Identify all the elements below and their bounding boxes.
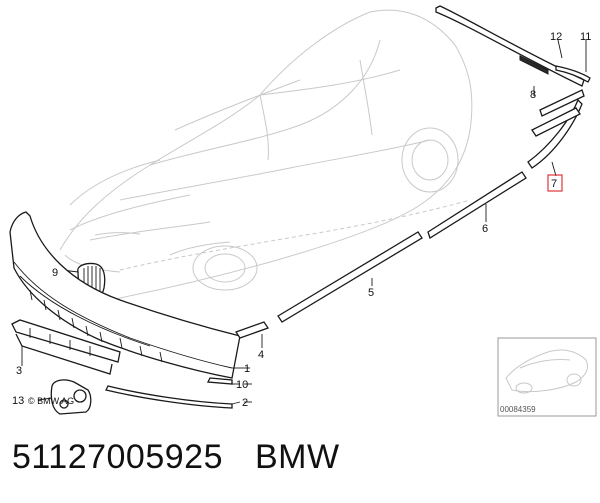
door-molding-5: [277, 231, 423, 323]
callout-13: 13: [12, 395, 24, 407]
bracket-13: [37, 379, 92, 415]
callout-3: 3: [16, 365, 22, 377]
brand-name: BMW: [254, 438, 340, 476]
leader-lines: [242, 367, 252, 403]
footer-caption: 51127005925 BMW: [12, 438, 340, 477]
callout-4: 4: [258, 349, 264, 361]
part-number: 51127005925: [12, 438, 223, 476]
roof-molding-8: [531, 86, 581, 137]
copyright-text: © BMW AG: [28, 396, 74, 406]
callout-11: 11: [580, 31, 591, 43]
roof-rail-12: [435, 5, 585, 87]
callout-7: 7: [551, 178, 557, 190]
lower-trim-strip: [105, 377, 241, 409]
lower-bracket: [11, 319, 121, 375]
callout-6: 6: [482, 223, 488, 235]
callout-12: 12: [550, 31, 562, 43]
callout-1: 1: [244, 363, 250, 375]
exploded-view-drawing: 1 2 3 4 5 6 7 8 9 10 11 12 13 © BMW AG 0…: [9, 5, 597, 417]
rear-molding-7: [527, 89, 585, 177]
callout-10: 10: [236, 379, 248, 391]
thumbnail-code: 00084359: [500, 405, 536, 414]
callout-5: 5: [368, 287, 374, 299]
side-molding-4: [234, 321, 270, 348]
callout-9: 9: [52, 267, 58, 279]
highlight-box: [547, 174, 563, 192]
door-molding-6: [427, 171, 527, 239]
front-bumper: [9, 211, 242, 379]
roof-rail-11: [555, 40, 591, 83]
callout-2: 2: [242, 397, 248, 409]
car-outline: [59, 9, 473, 301]
thumbnail-view: 00084359: [497, 337, 597, 417]
callouts: 1 2 3 4 5 6 7 8 9 10 11 12 13 © BMW AG: [12, 31, 591, 409]
callout-8: 8: [530, 89, 536, 101]
